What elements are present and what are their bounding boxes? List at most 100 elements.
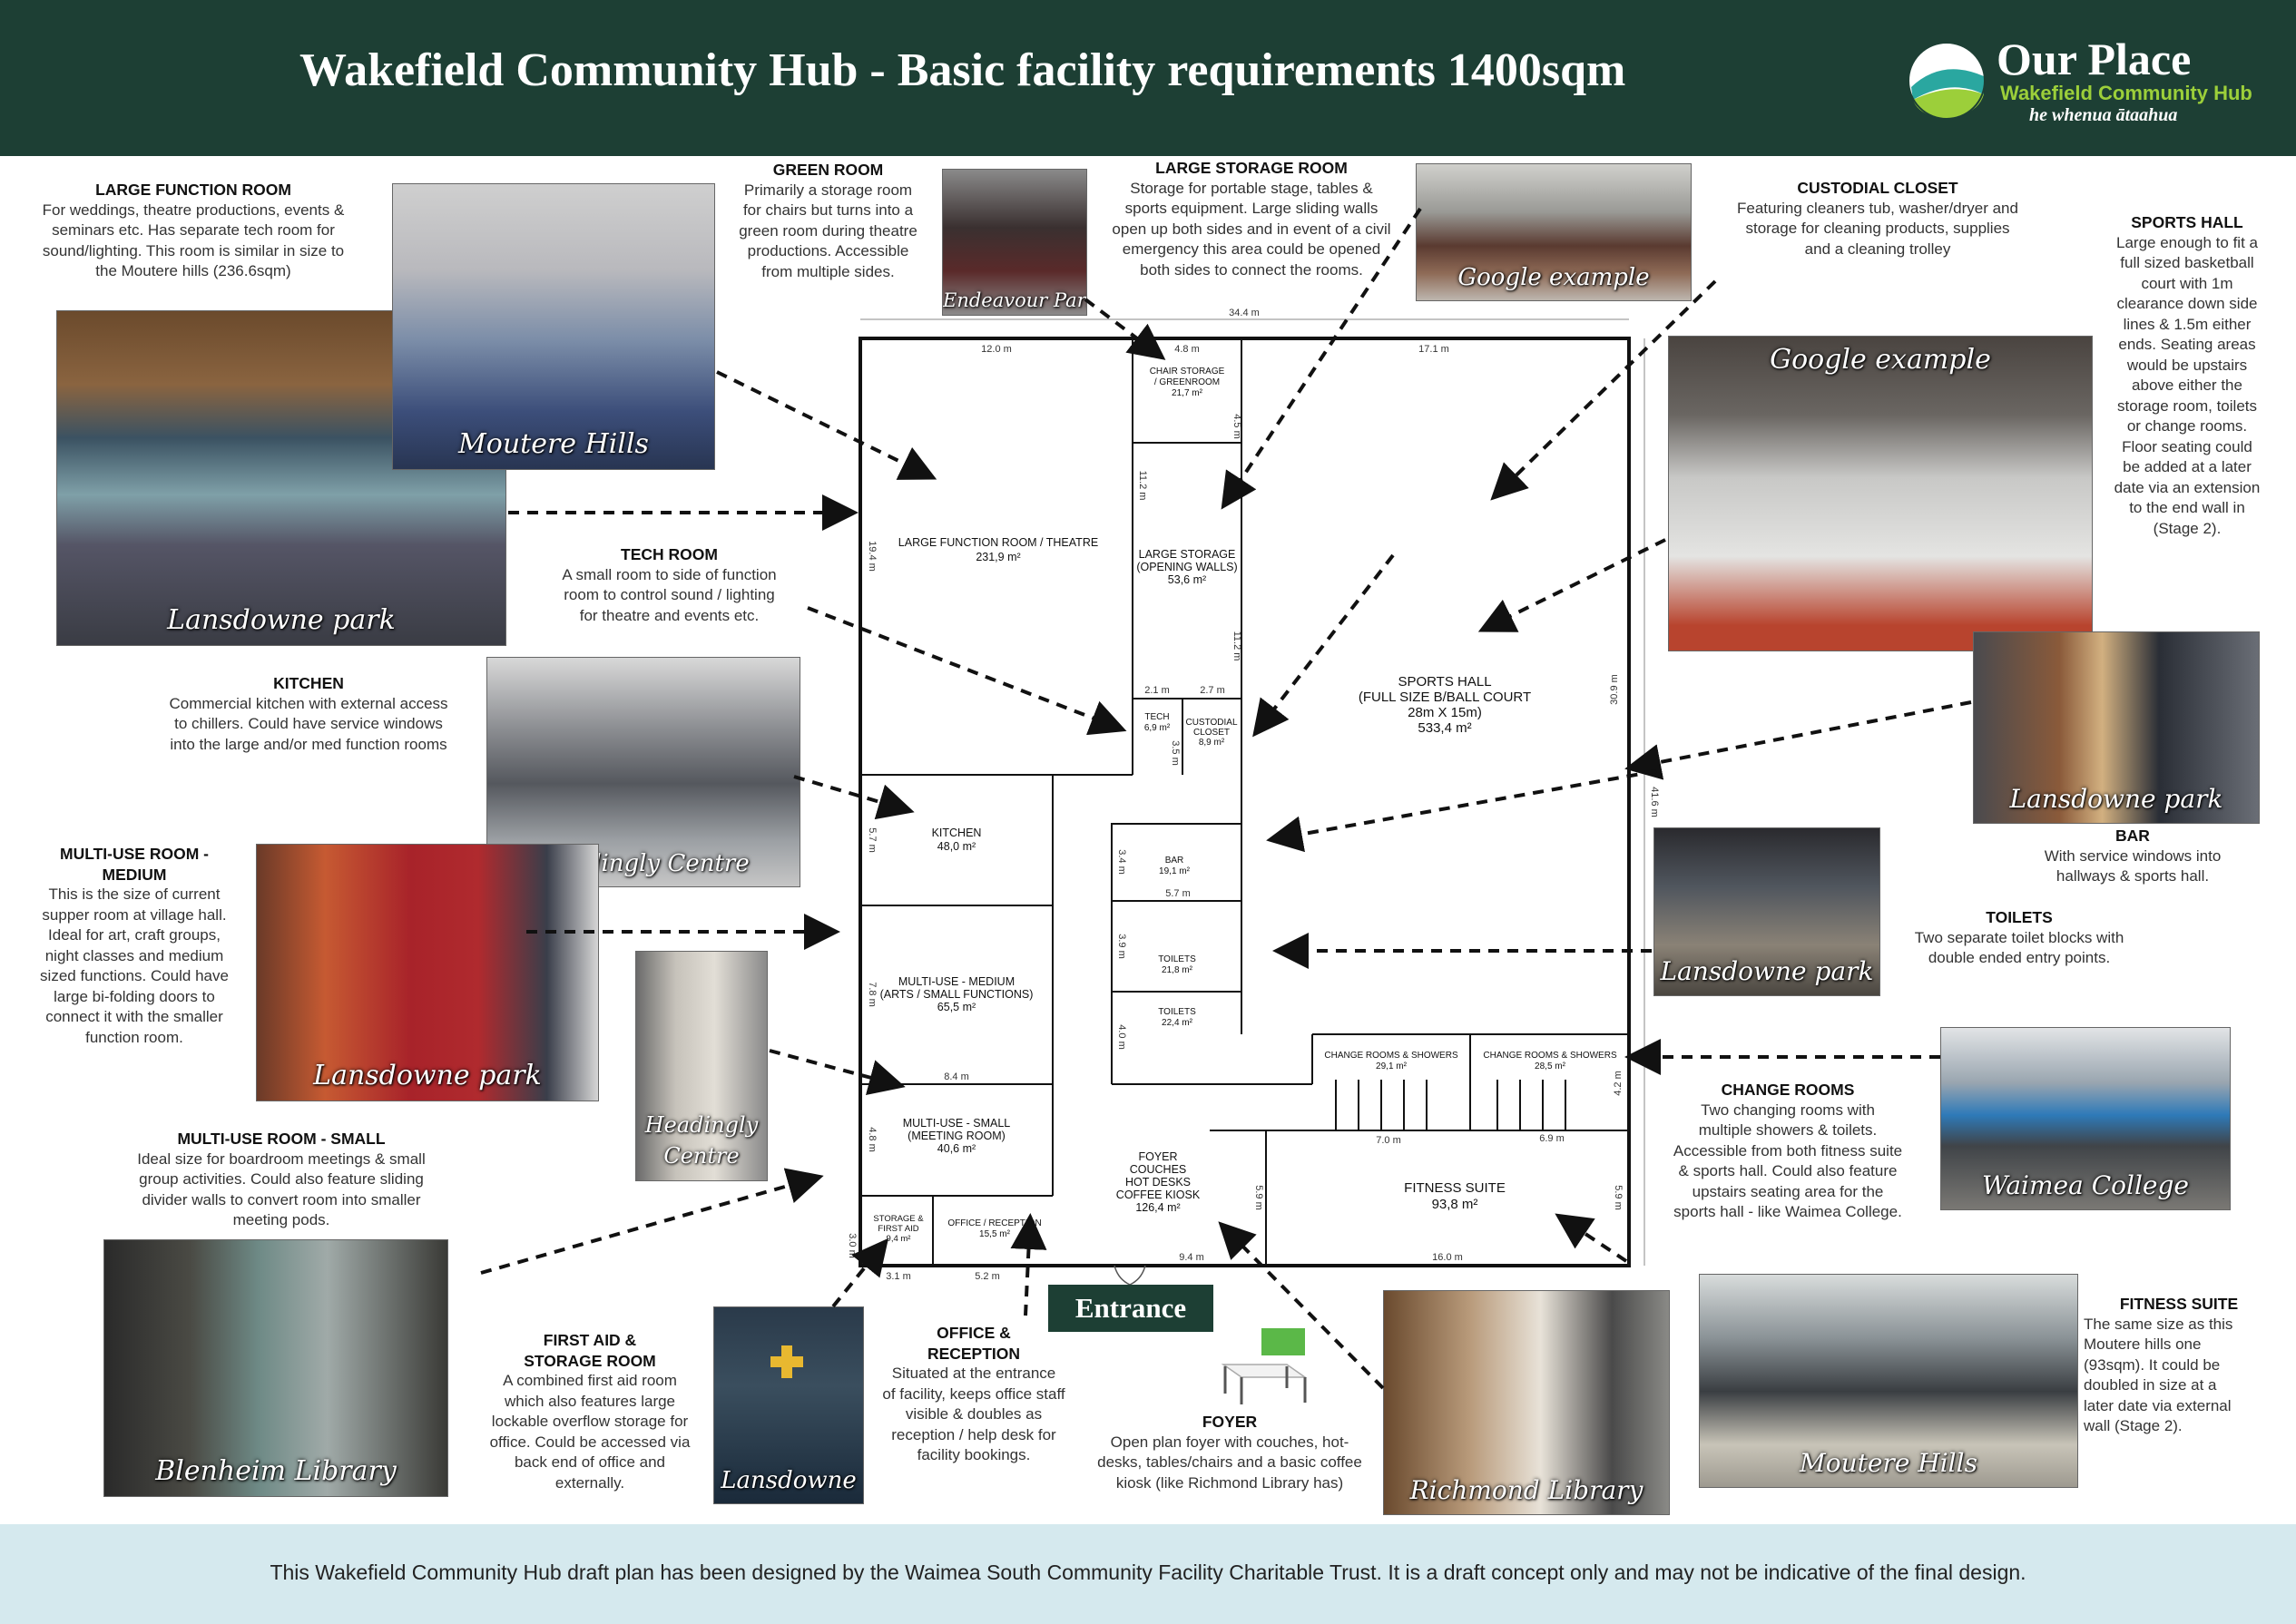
dim-39: 3.9 m (1116, 934, 1127, 959)
desc-title: FIRST AID & (543, 1331, 637, 1349)
header-banner: Wakefield Community Hub - Basic facility… (0, 0, 2296, 156)
desc-line: the Moutere hills (236.6sqm) (95, 262, 291, 279)
desc-line: sound/lighting. This room is similar in … (42, 241, 345, 259)
desc-line: of facility, keeps office staff (882, 1384, 1065, 1403)
room-chair-storage-area: 21,7 m² (1172, 388, 1203, 398)
dim-34: 3.4 m (1116, 849, 1127, 875)
photo-caption: Lansdowne park (313, 1060, 542, 1091)
desc-line: divider walls to convert room into small… (142, 1190, 421, 1208)
desc-line: facility bookings. (917, 1446, 1031, 1463)
photo-caption: Moutere Hills (458, 428, 649, 460)
photo-moutere-hills-fitness: Moutere Hills (1699, 1274, 2078, 1488)
desc-line: which also features large (504, 1392, 676, 1410)
desc-line: Moutere hills one (2084, 1335, 2202, 1353)
dim-57b: 5.7 m (1165, 888, 1191, 899)
dim-69: 6.9 m (1539, 1133, 1565, 1144)
photo-caption: Lansdowne park (167, 604, 396, 636)
room-toilets2-name: TOILETS (1158, 1007, 1196, 1017)
desc-line: visible & doubles as (905, 1405, 1043, 1423)
room-sports-hall-name: SPORTS HALL (1398, 674, 1491, 690)
room-change2-area: 28,5 m² (1535, 1061, 1566, 1071)
desc-line: Primarily a storage room (743, 181, 913, 199)
desc-line: office. Could be accessed via (489, 1433, 691, 1451)
photo-moutere-hills-function: Moutere Hills (392, 183, 715, 470)
dim-52: 5.2 m (975, 1271, 1000, 1282)
desc-title: FOYER (1202, 1413, 1258, 1431)
desc-title: MULTI-USE ROOM - (60, 845, 209, 863)
room-foyer-name: FOYER (1138, 1150, 1177, 1163)
room-chair-storage-name2: / GREENROOM (1154, 377, 1220, 387)
dim-59a: 5.9 m (1253, 1185, 1264, 1210)
desc-line: connect it with the smaller (45, 1008, 223, 1025)
room-change1-area: 29,1 m² (1376, 1061, 1408, 1071)
room-fitness-area: 93,8 m² (1432, 1197, 1478, 1212)
dim-70: 7.0 m (1376, 1135, 1401, 1146)
room-multi-medium-area: 65,5 m² (937, 1001, 976, 1013)
desc-title: KITCHEN (273, 674, 344, 692)
room-tech-name: TECH (1144, 712, 1169, 722)
dim-42: 4.2 m (1613, 1071, 1624, 1096)
desc-title: CUSTODIAL CLOSET (1797, 179, 1958, 197)
desc-kitchen: KITCHEN Commercial kitchen with external… (136, 673, 481, 755)
desc-line: ends. Seating areas (2118, 336, 2256, 353)
photo-lansdowne-firstaid: Lansdowne (713, 1306, 864, 1504)
desc-line: hallways & sports hall. (2056, 867, 2210, 885)
desc-line: green room during theatre (739, 221, 917, 240)
desc-line: productions. Accessible (747, 242, 909, 259)
desc-multi-use-medium: MULTI-USE ROOM - MEDIUM This is the size… (16, 844, 252, 1048)
footer-banner: This Wakefield Community Hub draft plan … (0, 1524, 2296, 1624)
desc-line: clearance down side (2116, 295, 2258, 312)
desc-line: court with 1m (2141, 274, 2233, 292)
desc-title: CHANGE ROOMS (1721, 1081, 1855, 1099)
entrance-label: Entrance (1048, 1285, 1213, 1332)
dim-194: 19.4 m (867, 541, 878, 572)
desc-title: TECH ROOM (621, 545, 718, 563)
desc-line: would be upstairs (2126, 356, 2248, 374)
room-multi-medium-name2: (ARTS / SMALL FUNCTIONS) (880, 988, 1034, 1001)
room-multi-small-area: 40,6 m² (937, 1142, 976, 1155)
room-custodial-name2: CLOSET (1193, 728, 1230, 738)
desc-line: With service windows into (2044, 846, 2222, 865)
dim-57a: 5.7 m (867, 827, 878, 853)
desc-line: or change rooms. (2126, 417, 2248, 435)
our-place-logo: Our Place Wakefield Community Hub he whe… (1906, 33, 2269, 132)
desc-title: SPORTS HALL (2131, 213, 2243, 231)
desc-line: This is the size of current (48, 885, 221, 903)
desc-line: desks, tables/chairs and a basic coffee (1097, 1453, 1362, 1471)
desc-line: room to control sound / lighting (564, 586, 775, 603)
footer-disclaimer: This Wakefield Community Hub draft plan … (270, 1560, 2026, 1584)
room-first-aid-name: STORAGE & (873, 1214, 924, 1224)
room-foyer-area: 126,4 m² (1135, 1201, 1180, 1214)
photo-lansdowne-toilets: Lansdowne park (1653, 827, 1880, 996)
room-large-storage-area: 53,6 m² (1168, 573, 1206, 586)
desc-line: (Stage 2). (2153, 519, 2222, 537)
room-foyer-name2: COUCHES (1130, 1163, 1187, 1176)
desc-line: for chairs but turns into a (742, 201, 914, 219)
photo-lansdowne-bar: Lansdowne park (1973, 631, 2260, 824)
desc-line: both sides to connect the rooms. (1140, 260, 1363, 279)
desc-line: Featuring cleaners tub, washer/dryer and (1737, 199, 2018, 217)
dim-48: 4.8 m (1174, 344, 1200, 355)
desc-line: sports hall - like Waimea College. (1673, 1203, 1902, 1220)
room-kitchen-area: 48,0 m² (937, 840, 976, 853)
photo-blenheim-library: Blenheim Library (103, 1239, 448, 1497)
desc-title: FITNESS SUITE (2119, 1295, 2239, 1313)
desc-line: meeting pods. (232, 1211, 330, 1228)
desc-toilets: TOILETS Two separate toilet blocks with … (1888, 907, 2151, 969)
dim-21: 2.1 m (1144, 685, 1170, 696)
photo-waimea-college: Waimea College (1940, 1027, 2231, 1210)
dim-30: 3.0 m (847, 1233, 858, 1258)
room-toilets2-area: 22,4 m² (1162, 1018, 1193, 1028)
desc-line: multiple showers & toilets. (1698, 1121, 1878, 1139)
desc-green-room: GREEN ROOM Primarily a storage room for … (717, 160, 939, 282)
desc-bar: BAR With service windows into hallways &… (2015, 826, 2251, 887)
desc-line: doubled in size at a (2084, 1376, 2217, 1394)
hill-logo-icon (1908, 42, 1986, 120)
desc-foyer: FOYER Open plan foyer with couches, hot-… (1075, 1412, 1384, 1493)
room-multi-medium-name: MULTI-USE - MEDIUM (898, 975, 1015, 988)
dim-309: 30.9 m (1609, 674, 1620, 705)
room-change2-name: CHANGE ROOMS & SHOWERS (1483, 1051, 1617, 1061)
desc-line: Large enough to fit a (2116, 233, 2258, 251)
room-kitchen-name: KITCHEN (932, 827, 982, 839)
